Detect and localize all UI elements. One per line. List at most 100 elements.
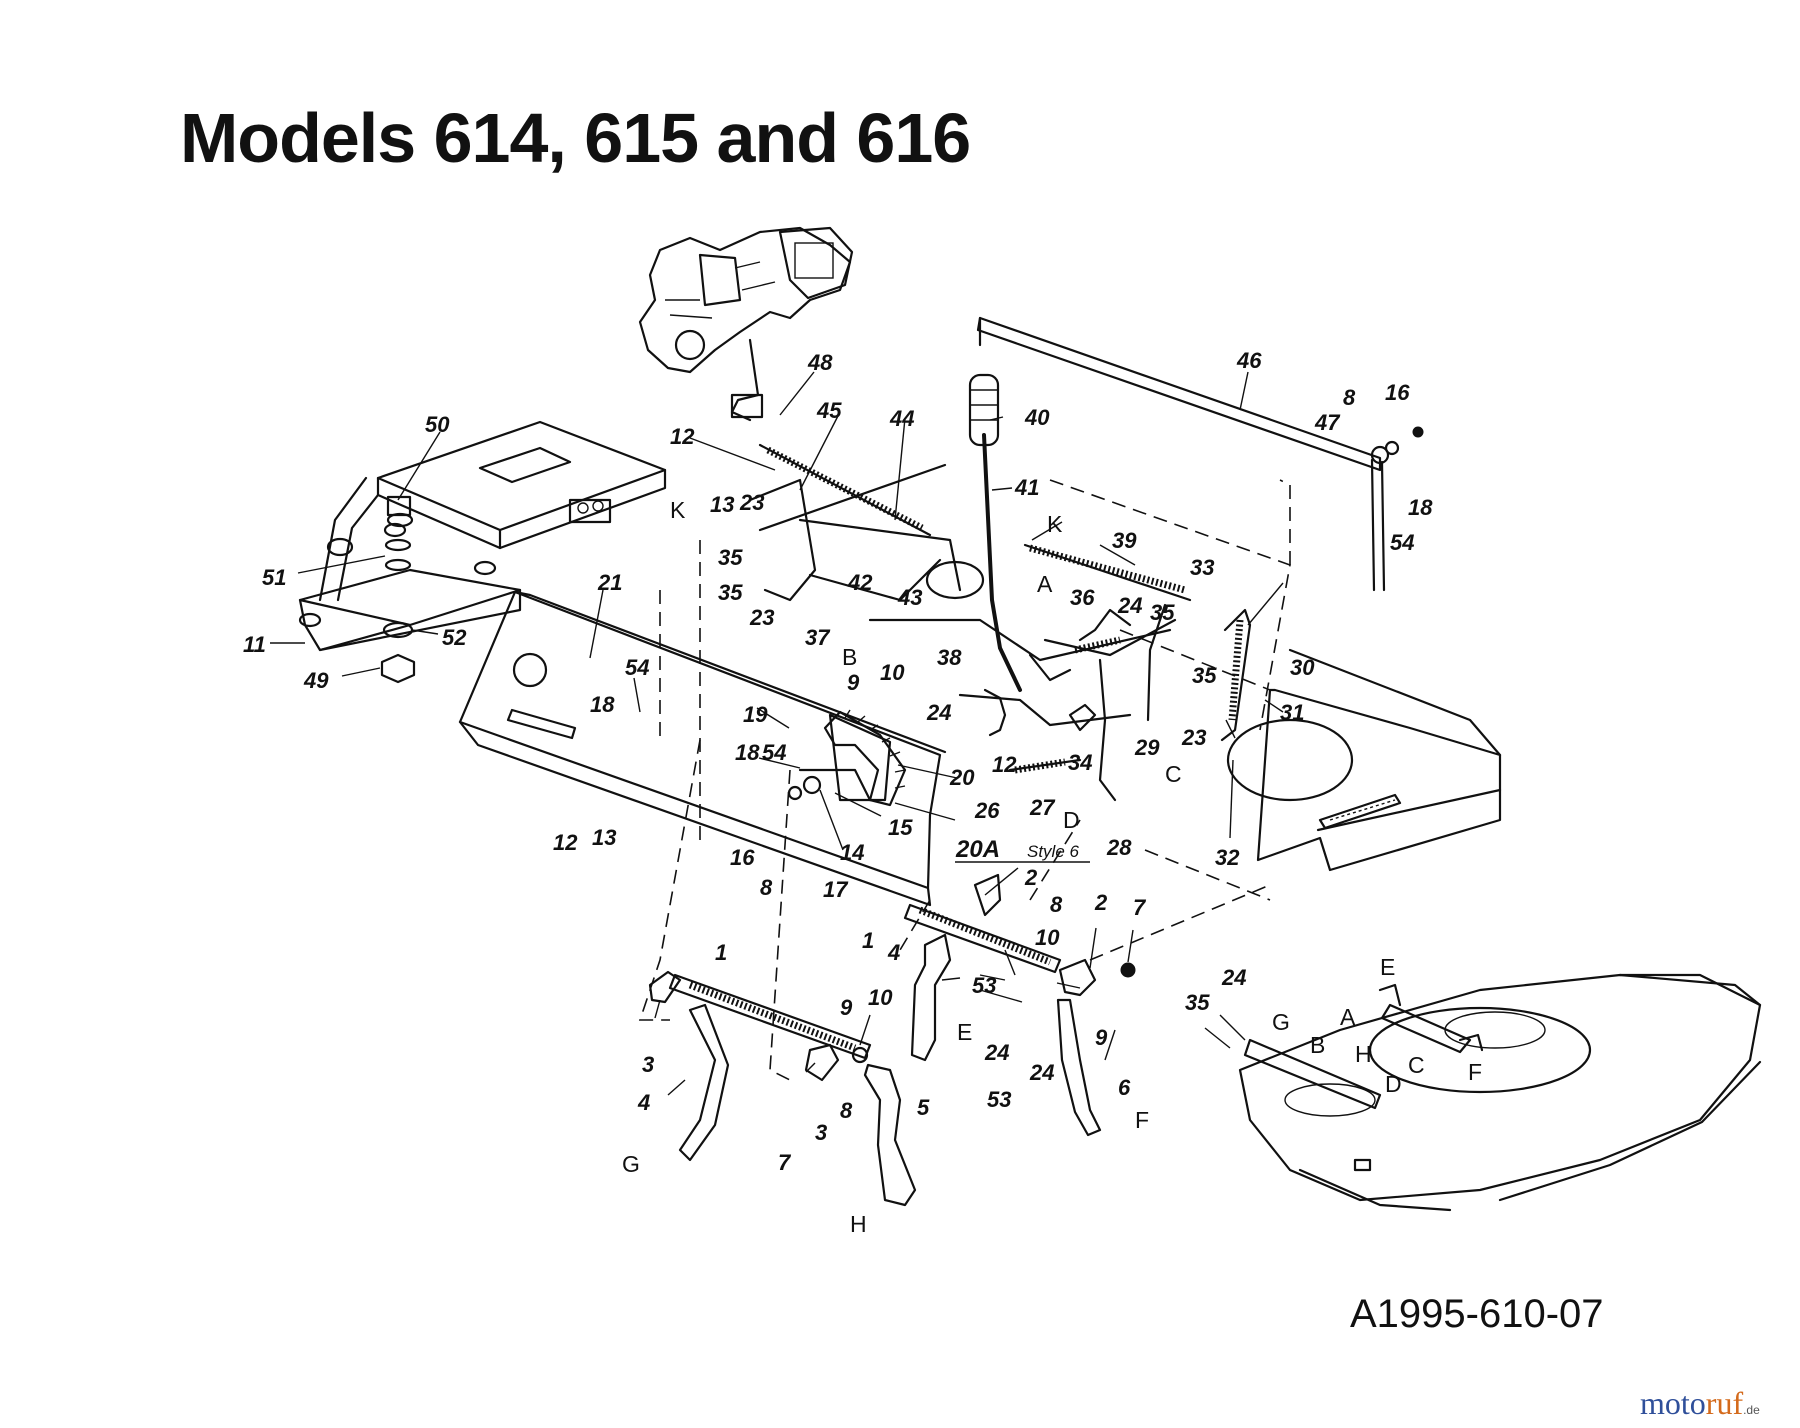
letter-d-deck: D: [1385, 1071, 1402, 1097]
center-linkage-drawing: [748, 443, 1252, 802]
callout-3-a: 3: [642, 1052, 654, 1077]
callout-2-b: 2: [1094, 890, 1108, 915]
leader-lines: [270, 371, 1284, 1096]
callout-20: 20: [949, 765, 975, 790]
callout-8-low: 8: [760, 875, 773, 900]
callout-50: 50: [425, 412, 450, 437]
callout-35-a: 35: [718, 545, 743, 570]
callout-9-a: 9: [1095, 1025, 1108, 1050]
letter-a-mid: A: [1037, 571, 1053, 597]
callout-14: 14: [840, 840, 864, 865]
letter-b-deck: B: [1310, 1032, 1325, 1058]
callout-8-a: 8: [1050, 892, 1063, 917]
callout-35-deck: 35: [1185, 990, 1210, 1015]
callout-17: 17: [823, 877, 849, 902]
callout-37: 37: [805, 625, 831, 650]
watermark-brand-part2: ruf: [1705, 1385, 1744, 1421]
callout-11: 11: [243, 632, 266, 657]
callout-24-top: 24: [1117, 593, 1142, 618]
callout-9-mid: 9: [847, 670, 860, 695]
callout-4-a: 4: [887, 940, 900, 965]
callout-53-b: 53: [987, 1087, 1011, 1112]
part-callouts: 50 51 11 52 49 48 45 44 12 13 23 35 35 2…: [243, 348, 1433, 1175]
callout-1-a: 1: [862, 928, 874, 953]
callout-46: 46: [1236, 348, 1262, 373]
dash-panel-drawing: [458, 590, 947, 907]
callout-26: 26: [974, 798, 1000, 823]
callout-7-a: 7: [1133, 895, 1147, 920]
callout-35-b: 35: [718, 580, 743, 605]
callout-10-b: 10: [868, 985, 893, 1010]
callout-52: 52: [442, 625, 467, 650]
letter-e-lower: E: [957, 1019, 972, 1045]
letter-h-deck: H: [1355, 1041, 1372, 1067]
watermark-tld: .de: [1743, 1403, 1760, 1417]
watermark-brand-part1: moto: [1640, 1385, 1706, 1421]
callout-5: 5: [917, 1095, 930, 1120]
callout-13-mid: 13: [592, 825, 616, 850]
letter-k-right: K: [1047, 511, 1063, 537]
callout-16-top: 16: [1385, 380, 1410, 405]
callout-32: 32: [1215, 845, 1240, 870]
engine-drawing: [638, 226, 854, 422]
callout-23-low: 23: [1181, 725, 1206, 750]
letter-c-right: C: [1165, 761, 1182, 787]
callout-27: 27: [1029, 795, 1056, 820]
callout-45: 45: [816, 398, 842, 423]
letter-b-mid: B: [842, 644, 857, 670]
letter-k-left: K: [670, 497, 686, 523]
callout-10-a: 10: [1035, 925, 1060, 950]
callout-6: 6: [1118, 1075, 1131, 1100]
letter-g-deck: G: [1272, 1009, 1290, 1035]
callout-24-b: 24: [1029, 1060, 1054, 1085]
callout-51: 51: [262, 565, 286, 590]
diagram-title: Models 614, 615 and 616: [180, 99, 971, 177]
style-note-text: Style 6: [1027, 842, 1080, 861]
site-watermark: motoruf.de: [1640, 1385, 1760, 1422]
callout-10-mid: 10: [880, 660, 905, 685]
drawing-number: A1995-610-07: [1350, 1292, 1604, 1336]
callout-24-mid: 24: [926, 700, 951, 725]
callout-35-low: 35: [1192, 663, 1217, 688]
callout-12-top: 12: [670, 424, 695, 449]
letter-e-deck: E: [1380, 954, 1395, 980]
callout-30: 30: [1290, 655, 1315, 680]
callout-44: 44: [889, 406, 914, 431]
frame-outline-drawing: [638, 479, 1502, 1081]
callout-41: 41: [1014, 475, 1039, 500]
callout-13-top: 13: [710, 492, 734, 517]
callout-9-b: 9: [840, 995, 853, 1020]
callout-34: 34: [1068, 750, 1092, 775]
segment-plate-drawing: [787, 709, 907, 807]
callout-49: 49: [303, 668, 329, 693]
callout-33: 33: [1190, 555, 1214, 580]
callout-8-b: 8: [840, 1098, 853, 1123]
rear-bracket-drawing: [976, 316, 1424, 592]
callout-35-top: 35: [1150, 600, 1175, 625]
mower-deck-drawing: [1238, 973, 1762, 1212]
callout-16-low: 16: [730, 845, 755, 870]
letter-a-deck: A: [1340, 1004, 1356, 1030]
callout-39: 39: [1112, 528, 1137, 553]
letter-c-deck: C: [1408, 1052, 1425, 1078]
callout-8-top: 8: [1343, 385, 1356, 410]
callout-47: 47: [1314, 410, 1341, 435]
letter-f-deck: F: [1468, 1059, 1482, 1085]
callout-18-low: 18: [735, 740, 760, 765]
callout-28: 28: [1106, 835, 1132, 860]
callout-23-top: 23: [739, 490, 764, 515]
callout-12-mid: 12: [553, 830, 578, 855]
callout-18-top: 18: [1408, 495, 1433, 520]
style-note: 20A Style 6: [955, 836, 1090, 863]
letter-h-lower: H: [850, 1211, 867, 1237]
callout-24-deck: 24: [1221, 965, 1246, 990]
callout-3-b: 3: [815, 1120, 827, 1145]
style-note-label: 20A: [955, 836, 1000, 863]
callout-48: 48: [807, 350, 833, 375]
callout-21: 21: [597, 570, 622, 595]
letter-f-lower: F: [1135, 1107, 1149, 1133]
lower-axles-drawing: [648, 873, 1136, 1207]
callout-42: 42: [847, 570, 873, 595]
